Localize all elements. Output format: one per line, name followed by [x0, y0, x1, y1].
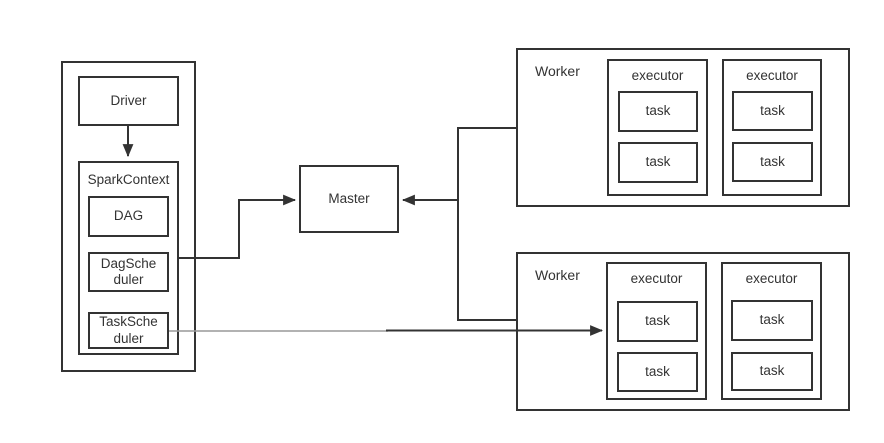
task-label: task: [645, 103, 671, 119]
task-box: task: [731, 300, 813, 341]
dag-box: DAG: [88, 196, 169, 237]
task-box: task: [617, 352, 698, 392]
dag-scheduler-label: DagSche duler: [100, 255, 157, 287]
dag-scheduler-box: DagSche duler: [88, 252, 169, 292]
task-label: task: [645, 313, 670, 329]
arrow-sparkcontext-to-master: [179, 194, 297, 259]
task-label: task: [645, 154, 671, 170]
executor-label: executor: [745, 271, 798, 286]
worker-1-label: Worker: [535, 63, 580, 79]
master-box: Master: [299, 165, 399, 233]
task-label: task: [645, 363, 670, 379]
driver-label: Driver: [110, 92, 147, 108]
task-box: task: [618, 91, 698, 132]
driver-box: Driver: [78, 76, 179, 126]
task-label: task: [759, 363, 785, 379]
worker-2-label: Worker: [535, 267, 580, 283]
task-box: task: [732, 142, 813, 182]
executor-label: executor: [631, 68, 684, 83]
master-label: Master: [328, 190, 370, 206]
dag-label: DAG: [113, 208, 144, 224]
task-label: task: [760, 102, 785, 118]
task-box: task: [618, 142, 698, 183]
spark-context-label: SparkContext: [87, 172, 170, 187]
line-workers-bracket: [457, 127, 516, 321]
task-scheduler-label: TaskSche duler: [99, 314, 158, 346]
task-label: task: [760, 153, 785, 169]
executor-label: executor: [746, 68, 798, 83]
executor-label: executor: [630, 271, 683, 286]
task-box: task: [617, 301, 698, 342]
task-scheduler-box: TaskSche duler: [88, 312, 169, 349]
task-box: task: [732, 91, 813, 131]
task-label: task: [759, 312, 785, 328]
task-box: task: [731, 352, 813, 391]
